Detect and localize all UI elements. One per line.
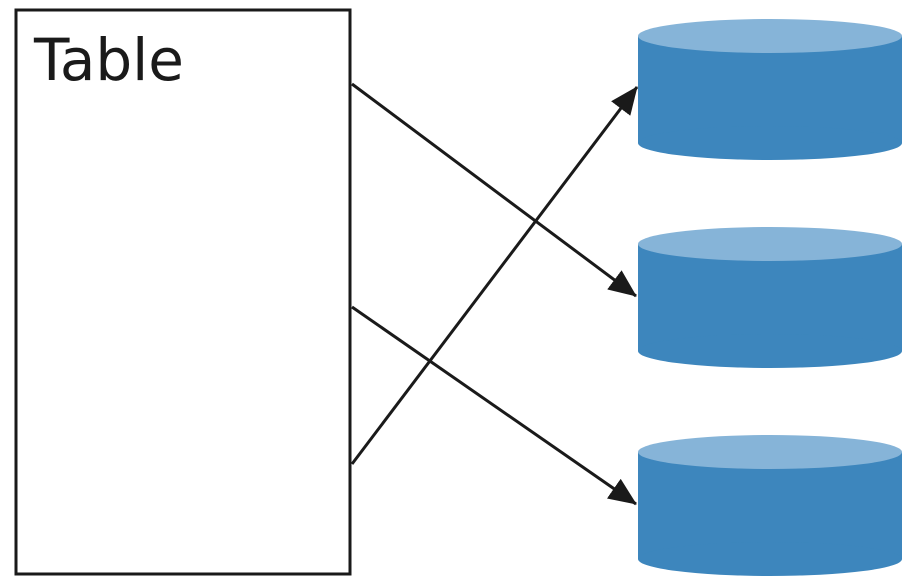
arrow-table-to-database-3 xyxy=(351,305,637,506)
database-cylinder-3 xyxy=(638,435,902,576)
database-cylinder-2 xyxy=(638,227,902,368)
table-title: Table xyxy=(33,26,184,94)
table-box: Table xyxy=(14,8,352,576)
arrow-table-to-database-1 xyxy=(350,86,639,465)
arrow-table-to-database-2 xyxy=(351,82,637,298)
database-cylinder-1 xyxy=(638,19,902,160)
